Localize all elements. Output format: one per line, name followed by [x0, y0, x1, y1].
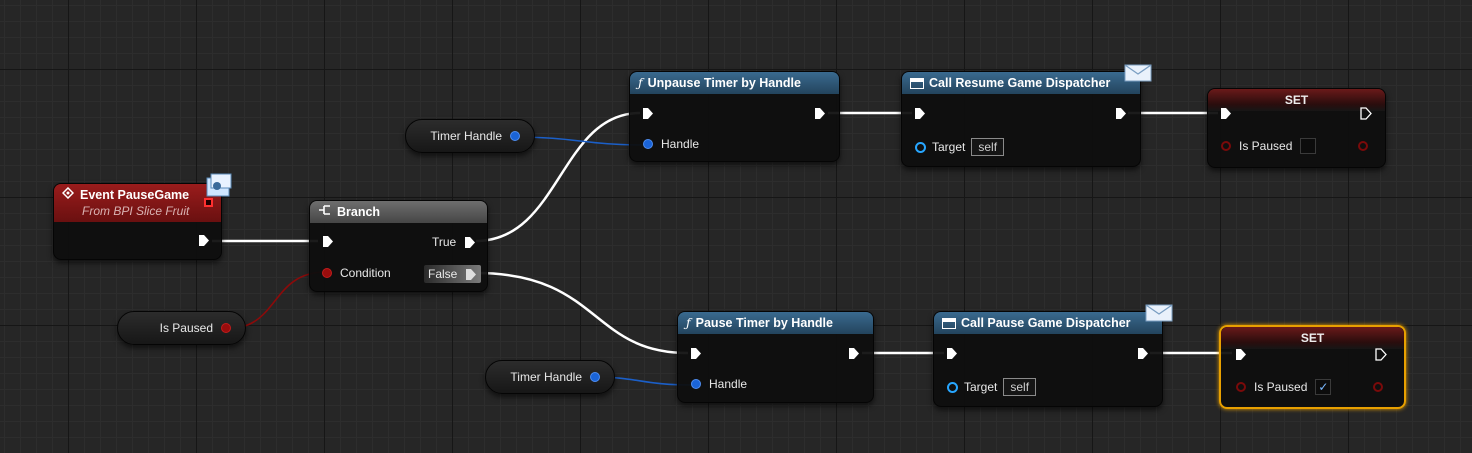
set-top-checkbox[interactable]	[1300, 138, 1317, 154]
branch-icon	[318, 201, 332, 223]
set-bottom-value-pin[interactable]: Is Paused ✓	[1236, 379, 1332, 395]
set-top-title: SET	[1284, 93, 1309, 107]
event-title: Event PauseGame	[80, 188, 190, 202]
event-diamond-icon	[61, 186, 75, 203]
call-resume-target-label: Target	[932, 140, 966, 154]
set-top-exec-in[interactable]	[1220, 107, 1232, 120]
pause-title: Pause Timer by Handle	[695, 316, 833, 330]
set-top-output-pin[interactable]	[1358, 141, 1368, 151]
call-pause-title: Call Pause Game Dispatcher	[961, 316, 1131, 330]
call-pause-target-label: Target	[964, 380, 998, 394]
pause-exec-in[interactable]	[690, 347, 702, 360]
set-top-exec-out[interactable]	[1360, 107, 1372, 120]
function-icon-2: ƒ	[686, 315, 691, 330]
set-bottom-title: SET	[1300, 331, 1325, 345]
branch-true-pin[interactable]: True	[432, 235, 476, 249]
call-resume-title: Call Resume Game Dispatcher	[929, 76, 1111, 90]
timer-handle-getter-top[interactable]: Timer Handle	[405, 119, 535, 153]
call-pause-exec-in[interactable]	[946, 347, 958, 360]
timer-handle-getter-bottom[interactable]: Timer Handle	[485, 360, 615, 394]
call-pause-target-input[interactable]: self	[1003, 378, 1037, 396]
timer-handle-bottom-label: Timer Handle	[510, 370, 582, 384]
event-red-square-icon	[204, 198, 213, 207]
true-label: True	[432, 235, 457, 249]
dispatcher-call-icon	[910, 77, 924, 89]
set-bottom-var-label: Is Paused	[1254, 380, 1308, 394]
set-is-paused-node-bottom[interactable]: SET Is Paused ✓	[1219, 325, 1406, 409]
is-paused-getter-label: Is Paused	[159, 321, 213, 335]
unpause-exec-out[interactable]	[814, 107, 826, 120]
unpause-handle-label: Handle	[661, 137, 700, 151]
branch-condition-pin[interactable]: Condition	[322, 266, 391, 280]
is-paused-getter[interactable]: Is Paused	[117, 311, 246, 345]
timer-handle-bottom-output-pin[interactable]	[590, 372, 600, 382]
target-dot	[915, 141, 926, 153]
set-top-header: SET	[1208, 89, 1385, 111]
pause-timer-node[interactable]: ƒ Pause Timer by Handle Handle	[677, 311, 874, 403]
call-pause-header: Call Pause Game Dispatcher	[934, 312, 1162, 334]
function-icon: ƒ	[638, 75, 643, 90]
condition-dot	[322, 268, 332, 278]
branch-exec-in[interactable]	[322, 235, 334, 248]
false-label: False	[428, 267, 458, 281]
envelope-icon	[1124, 62, 1152, 87]
dispatcher-call-icon-2	[942, 317, 956, 329]
pause-handle-label: Handle	[709, 377, 748, 391]
is-paused-output-pin[interactable]	[221, 323, 231, 333]
target-dot-2	[947, 381, 958, 393]
unpause-timer-node[interactable]: ƒ Unpause Timer by Handle Handle	[629, 71, 840, 162]
call-pause-exec-out[interactable]	[1137, 347, 1149, 360]
branch-node[interactable]: Branch Condition True False	[309, 200, 488, 292]
timer-handle-top-label: Timer Handle	[430, 129, 502, 143]
unpause-title: Unpause Timer by Handle	[647, 76, 801, 90]
set-is-paused-node-top[interactable]: SET Is Paused	[1207, 88, 1386, 168]
call-pause-node[interactable]: Call Pause Game Dispatcher Target self	[933, 304, 1173, 407]
set-bottom-exec-out[interactable]	[1375, 348, 1387, 361]
event-header: Event PauseGame From BPI Slice Fruit	[54, 184, 221, 222]
set-bottom-output-pin[interactable]	[1373, 382, 1383, 392]
call-resume-header: Call Resume Game Dispatcher	[902, 72, 1140, 94]
set-bottom-exec-in[interactable]	[1235, 348, 1247, 361]
event-subtitle: From BPI Slice Fruit	[82, 204, 190, 218]
call-resume-exec-in[interactable]	[914, 107, 926, 120]
set-top-var-label: Is Paused	[1239, 139, 1293, 153]
pause-exec-out[interactable]	[848, 347, 860, 360]
wire-false-to-pause	[475, 271, 689, 355]
pause-header: ƒ Pause Timer by Handle	[678, 312, 873, 334]
set-top-value-pin[interactable]: Is Paused	[1221, 138, 1317, 154]
set-bottom-header: SET	[1221, 327, 1404, 349]
timer-handle-top-output-pin[interactable]	[510, 131, 520, 141]
event-pausegame-node[interactable]: Event PauseGame From BPI Slice Fruit	[53, 173, 232, 260]
unpause-header: ƒ Unpause Timer by Handle	[630, 72, 839, 94]
unpause-handle-dot	[643, 139, 653, 149]
condition-label: Condition	[340, 266, 391, 280]
set-top-bool-dot	[1221, 141, 1231, 151]
event-exec-out[interactable]	[198, 234, 210, 247]
call-resume-target-pin[interactable]: Target self	[915, 138, 1005, 156]
branch-title: Branch	[337, 205, 381, 219]
call-resume-exec-out[interactable]	[1115, 107, 1127, 120]
pause-handle-pin[interactable]: Handle	[691, 377, 747, 391]
pause-handle-dot	[691, 379, 701, 389]
unpause-handle-pin[interactable]: Handle	[643, 137, 699, 151]
set-bottom-checkbox[interactable]: ✓	[1315, 379, 1332, 395]
interface-icon	[205, 172, 235, 203]
call-resume-target-input[interactable]: self	[971, 138, 1005, 156]
envelope-icon-2	[1145, 302, 1173, 327]
call-resume-node[interactable]: Call Resume Game Dispatcher Target self	[901, 64, 1152, 167]
branch-header: Branch	[310, 201, 487, 223]
call-pause-target-pin[interactable]: Target self	[947, 378, 1037, 396]
unpause-exec-in[interactable]	[642, 107, 654, 120]
branch-false-pin[interactable]: False	[424, 265, 482, 283]
set-bottom-bool-dot	[1236, 382, 1246, 392]
